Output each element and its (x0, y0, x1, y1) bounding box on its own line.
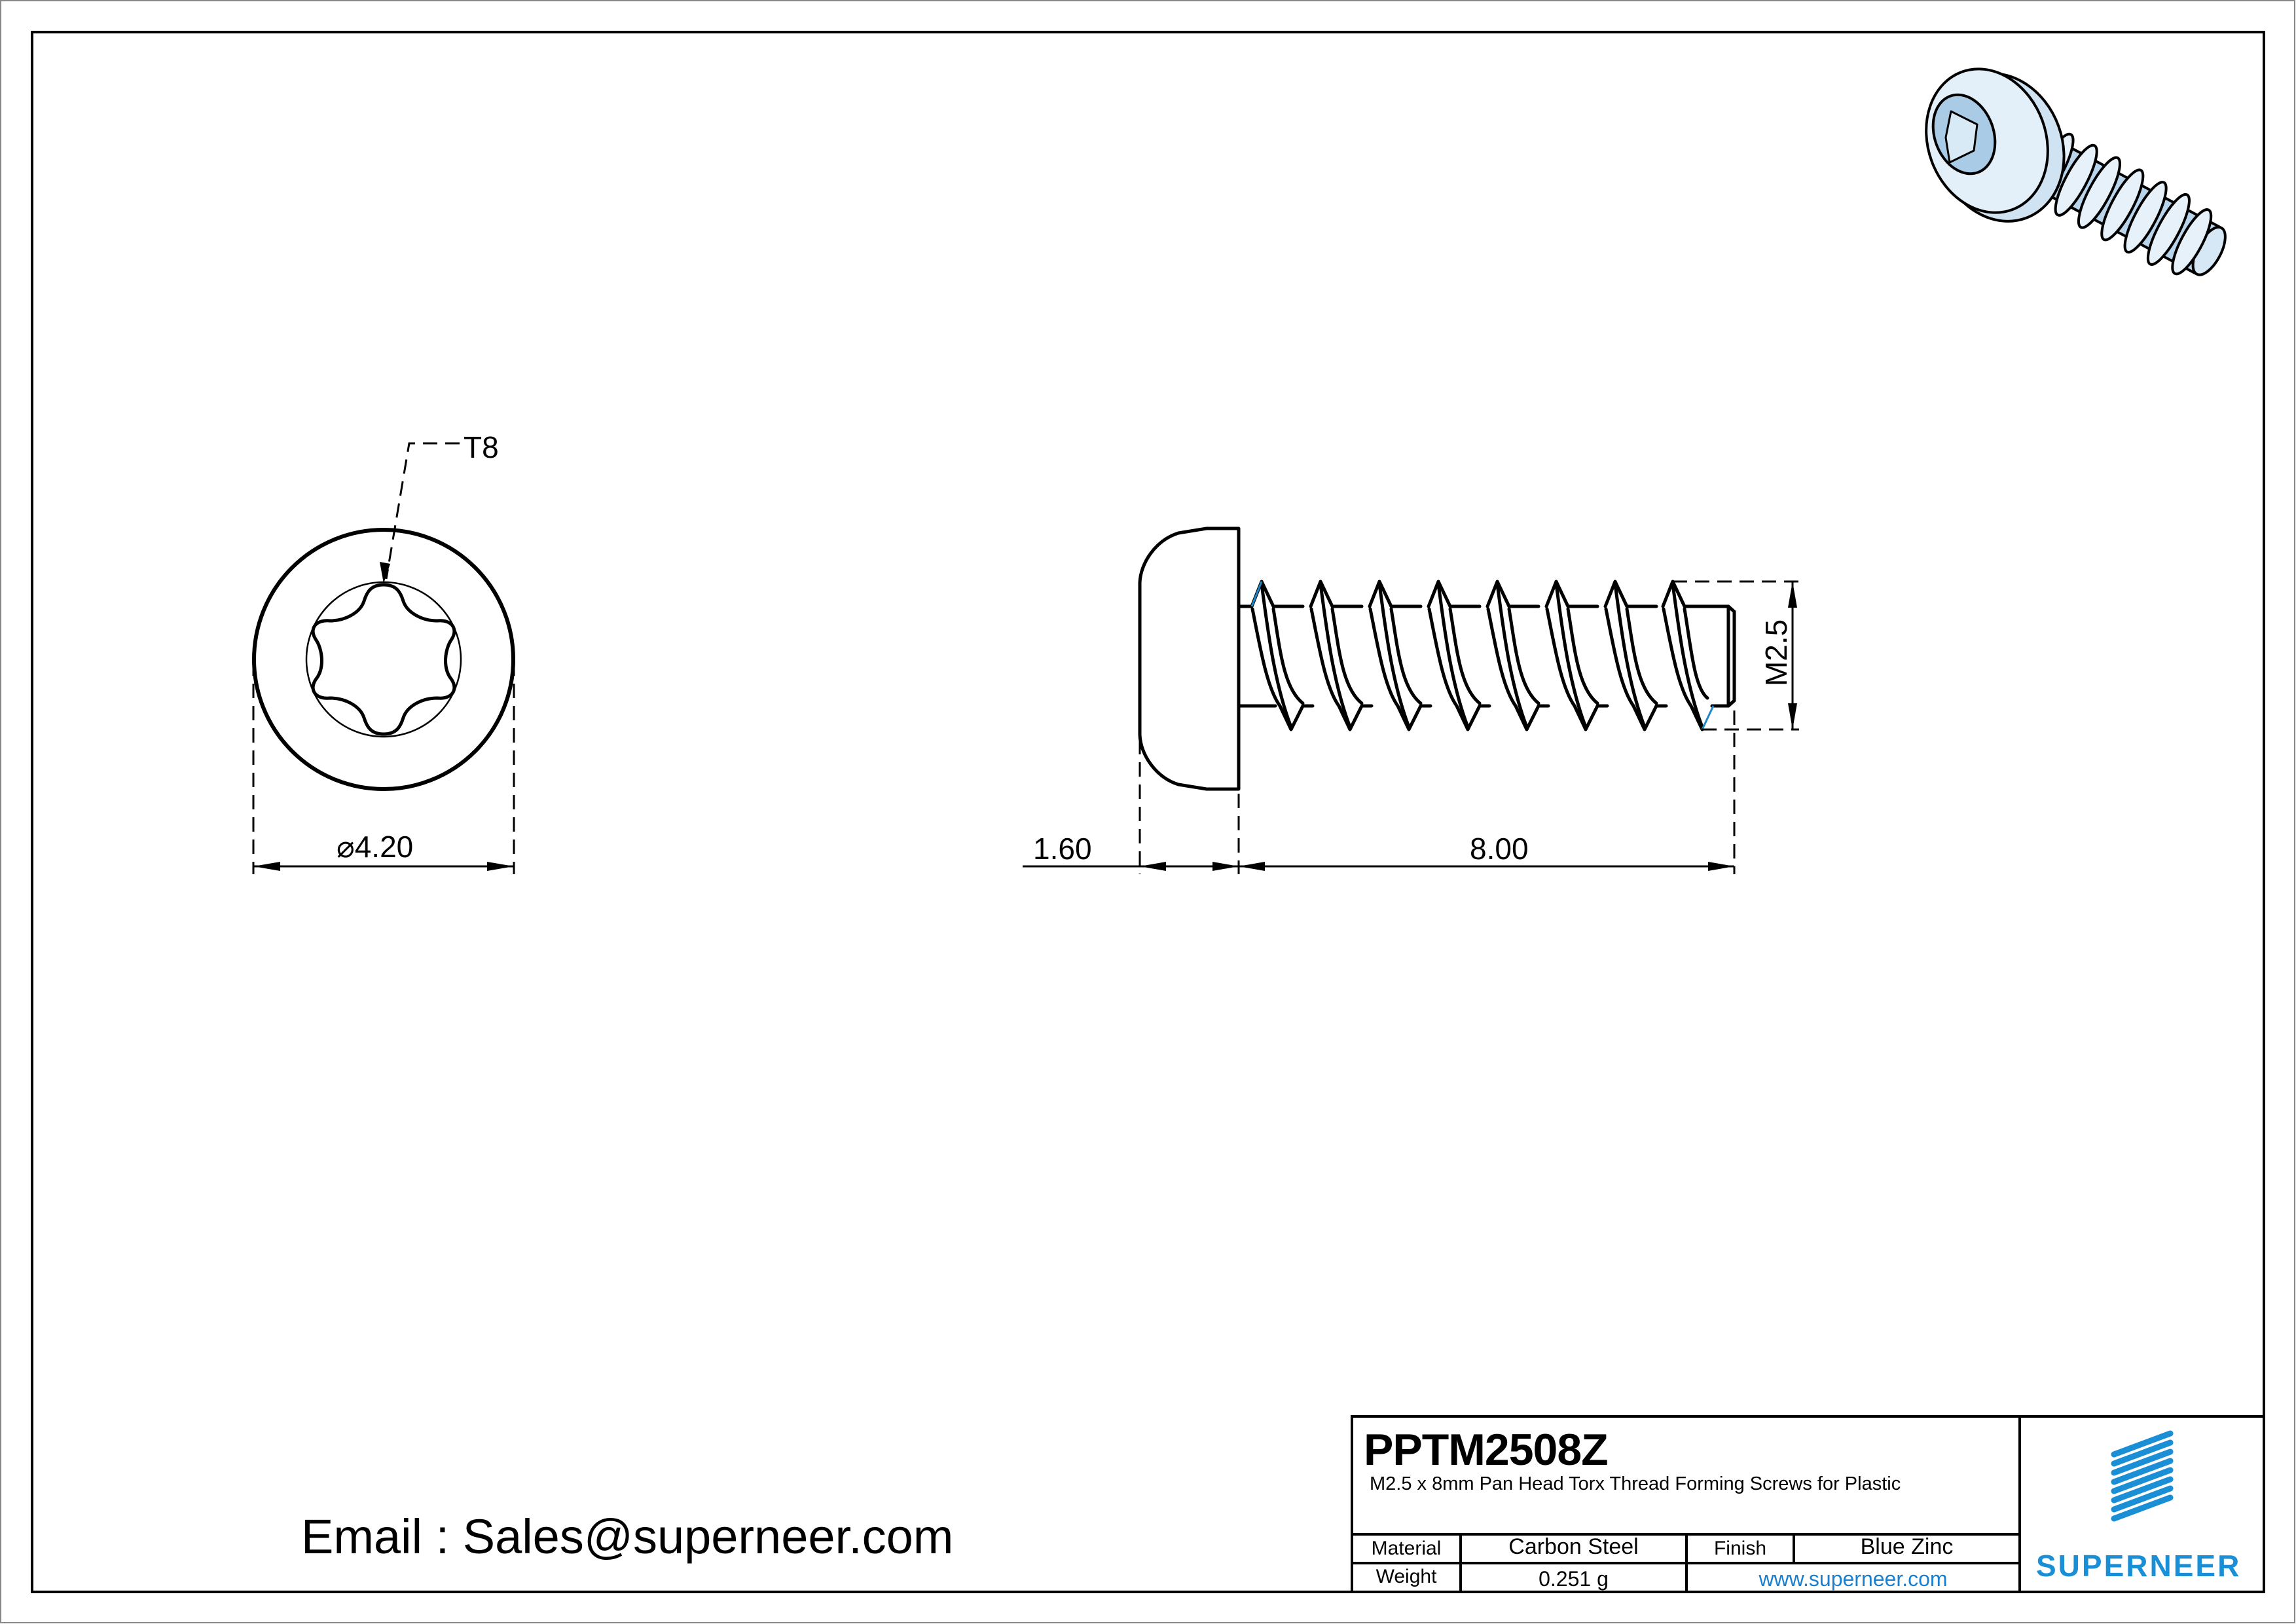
material-label: Material (1371, 1538, 1442, 1559)
weight-value: 0.251 g (1539, 1567, 1609, 1591)
drive-callout-label: T8 (464, 430, 499, 464)
diameter-value: 4.20 (354, 830, 414, 864)
arrow-right-icon (1708, 862, 1734, 871)
leader-arrowhead-icon (380, 562, 390, 583)
part-description: M2.5 x 8mm Pan Head Torx Thread Forming … (1370, 1473, 1901, 1494)
title-block-grid (1351, 1415, 2265, 1593)
inner-frame (31, 31, 2265, 1593)
thread-form (1250, 580, 1730, 731)
weight-label: Weight (1376, 1566, 1437, 1587)
arrow-down-icon (1788, 703, 1797, 729)
torx-recess-icon (311, 583, 456, 736)
recess-circle (305, 581, 462, 738)
screw-tip (1726, 604, 1736, 708)
arrow-up-icon (1788, 581, 1797, 608)
contact-email[interactable]: Email : Sales@superneer.com (301, 1509, 954, 1564)
side-view (1023, 526, 1799, 874)
drive-callout-leader (385, 442, 460, 580)
arrow-left-icon (1239, 862, 1265, 871)
diameter-label: ⌀4.20 (337, 832, 413, 862)
material-value: Carbon Steel (1508, 1534, 1639, 1559)
arrow-right-icon (1212, 862, 1239, 871)
head-height-label: 1.60 (1033, 832, 1092, 866)
thread-size-label: M2.5 (1759, 619, 1793, 686)
brand-wordmark: SUPERNEER (2036, 1549, 2242, 1583)
superneer-logo-icon (2111, 1430, 2174, 1522)
top-view (252, 442, 515, 874)
part-number: PPTM2508Z (1364, 1425, 1609, 1475)
diameter-symbol-icon: ⌀ (337, 829, 355, 864)
length-label: 8.00 (1470, 832, 1529, 866)
arrow-right-icon (487, 862, 514, 871)
finish-label: Finish (1713, 1538, 1767, 1559)
website-link[interactable]: www.superneer.com (1758, 1567, 1948, 1591)
head-outline (252, 528, 515, 791)
finish-value: Blue Zinc (1860, 1534, 1954, 1559)
thread-start-accent (1250, 581, 1263, 607)
arrow-left-icon (253, 862, 280, 871)
thread-end-accent (1701, 705, 1715, 730)
arrow-left-icon (1140, 862, 1166, 871)
screw-3d-render (1925, 67, 2227, 276)
pan-head-outline (1138, 526, 1241, 791)
